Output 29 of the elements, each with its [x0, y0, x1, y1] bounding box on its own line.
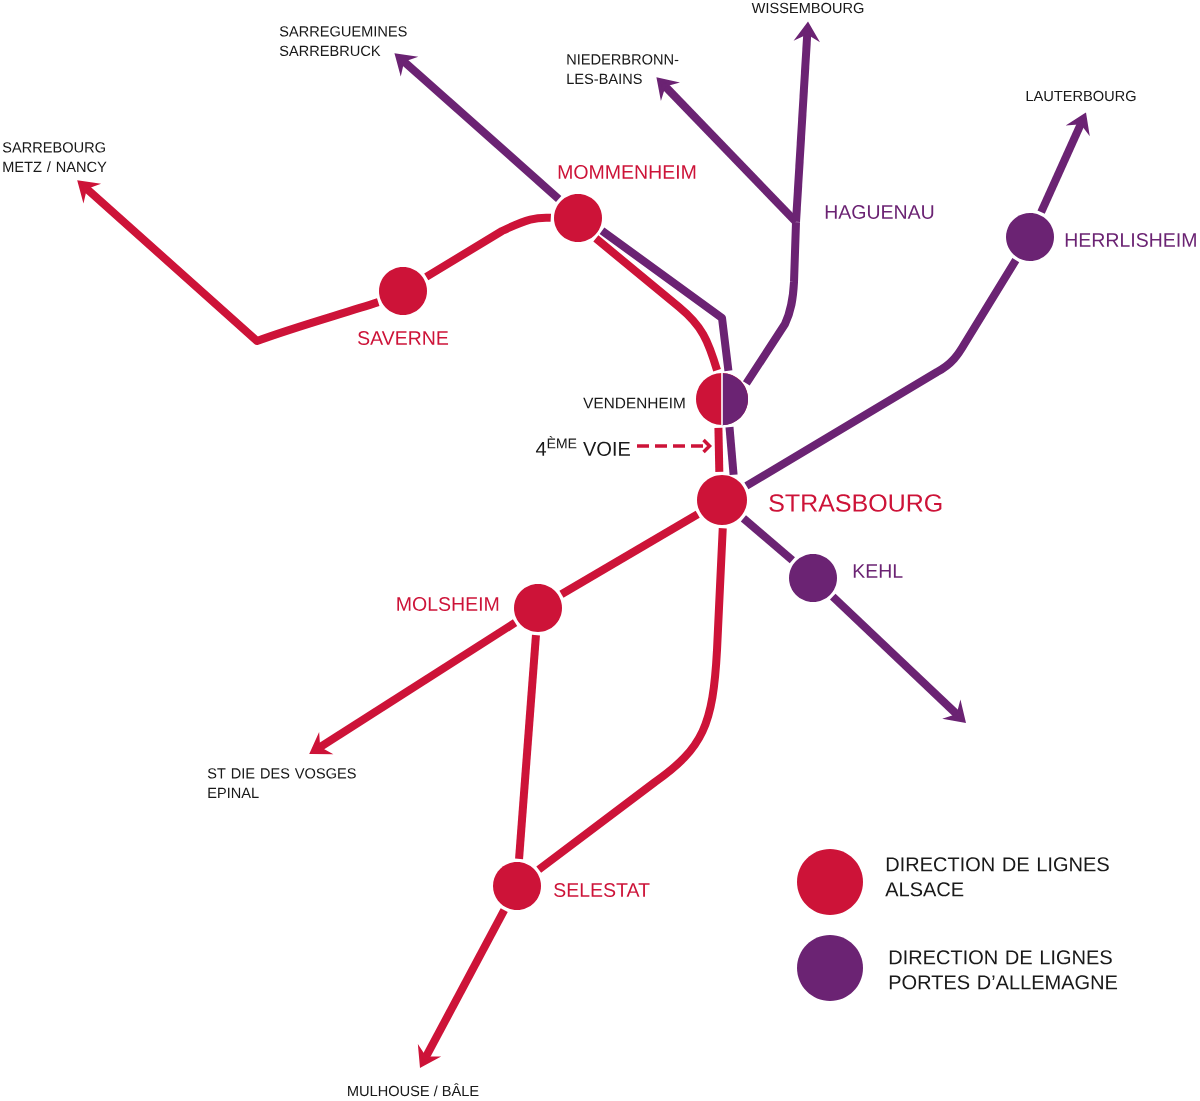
- destination-label: NIEDERBRONN- LES-BAINS: [567, 54, 679, 85]
- rail-arrow: [830, 593, 966, 723]
- legend-label: DIRECTION DE LIGNES PORTES D’ALLEMAGNE: [889, 950, 1118, 990]
- rail-line: [599, 227, 733, 372]
- rail-line: [559, 510, 700, 598]
- rail-line: [593, 235, 721, 372]
- rail-line: [725, 426, 738, 476]
- note-label: 4$^{ÈME}$ VOIE: [535, 436, 630, 456]
- destination-label: SARREBOURG METZ / NANCY: [2, 142, 107, 173]
- legend-label: DIRECTION DE LIGNES ALSACE: [885, 857, 1109, 897]
- rail-arrow: [77, 180, 380, 345]
- station-name: SELESTAT: [554, 883, 650, 897]
- leader-arrow: [637, 438, 712, 454]
- station-name: HAGUENAU: [825, 205, 934, 219]
- station-name: KEHL: [853, 564, 903, 578]
- station-name: STRASBOURG: [769, 494, 942, 512]
- rail-line: [740, 515, 795, 564]
- destination-label: SARREGUEMINES SARREBRUCK: [279, 26, 407, 57]
- station-name: MOLSHEIM: [397, 597, 499, 611]
- station-name: HERRLISHEIM: [1065, 233, 1196, 247]
- rail-line: [515, 634, 540, 860]
- station-name: SAVERNE: [358, 331, 449, 345]
- station-name: VENDENHEIM: [583, 397, 685, 409]
- rail-line: [744, 258, 1020, 490]
- station-name: MOMMENHEIM: [558, 165, 696, 179]
- destination-label: MULHOUSE / BÂLE: [348, 1083, 479, 1097]
- destination-label: LAUTERBOURG: [1026, 90, 1136, 102]
- destination-label: ST DIE DES VOSGES EPINAL: [207, 768, 356, 798]
- destination-label: WISSEMBOURG: [751, 2, 864, 14]
